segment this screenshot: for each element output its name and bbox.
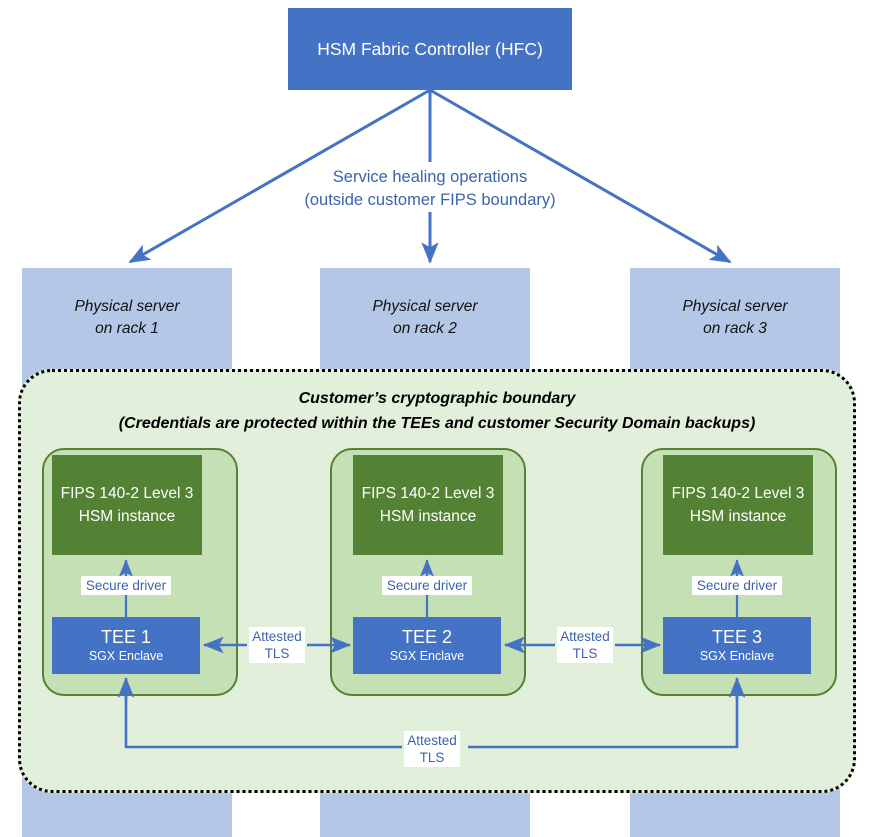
secure-driver-label-3: Secure driver xyxy=(692,576,782,595)
boundary-title-line1: Customer’s cryptographic boundary xyxy=(298,390,576,407)
hsm-instance-box-3: FIPS 140-2 Level 3 HSM instance xyxy=(663,455,813,555)
physical-server-label-1-line1: Physical server xyxy=(74,298,180,315)
hsm-instance-2-line2: HSM instance xyxy=(379,508,477,525)
secure-driver-label-2: Secure driver xyxy=(382,576,472,595)
tee-box-3: TEE 3 SGX Enclave xyxy=(663,617,811,674)
hsm-instance-3-line1: FIPS 140-2 Level 3 xyxy=(671,485,805,502)
service-healing-label-line2: (outside customer FIPS boundary) xyxy=(304,191,556,209)
attested-tls-label-2-3-line2: TLS xyxy=(572,646,598,661)
attested-tls-label-1-2-line2: TLS xyxy=(264,646,290,661)
physical-server-label-2-line1: Physical server xyxy=(372,298,478,315)
tee-3-subtitle: SGX Enclave xyxy=(699,648,775,663)
attested-tls-label-1-3: Attested TLS xyxy=(404,731,460,767)
tee-2-subtitle: SGX Enclave xyxy=(389,648,465,663)
hsm-instance-3-line2: HSM instance xyxy=(689,508,787,525)
hsm-fabric-controller-box: HSM Fabric Controller (HFC) xyxy=(288,8,572,90)
attested-tls-label-1-2: Attested TLS xyxy=(249,627,305,663)
hsm-instance-2-line1: FIPS 140-2 Level 3 xyxy=(361,485,495,502)
physical-server-label-1-line2: on rack 1 xyxy=(95,320,159,337)
tee-2-title: TEE 2 xyxy=(401,626,453,647)
tee-1-title: TEE 1 xyxy=(100,626,152,647)
physical-server-label-3-line2: on rack 3 xyxy=(703,320,767,337)
physical-server-label-2-line2: on rack 2 xyxy=(393,320,457,337)
attested-tls-label-1-3-line2: TLS xyxy=(419,750,445,765)
physical-server-label-2: Physical server on rack 2 xyxy=(320,296,530,340)
hsm-instance-box-1: FIPS 140-2 Level 3 HSM instance xyxy=(52,455,202,555)
service-healing-label-line1: Service healing operations xyxy=(332,168,528,186)
hsm-instance-1-line2: HSM instance xyxy=(78,508,176,525)
physical-server-label-3-line1: Physical server xyxy=(682,298,788,315)
hsm-instance-1-line1: FIPS 140-2 Level 3 xyxy=(60,485,194,502)
hsm-fabric-controller-label: HSM Fabric Controller (HFC) xyxy=(317,38,543,59)
attested-tls-label-2-3-line1: Attested xyxy=(560,629,610,644)
attested-tls-label-2-3: Attested TLS xyxy=(557,627,613,663)
tee-1-subtitle: SGX Enclave xyxy=(88,648,164,663)
boundary-title: Customer’s cryptographic boundary (Crede… xyxy=(21,386,853,436)
tee-box-2: TEE 2 SGX Enclave xyxy=(353,617,501,674)
physical-server-label-3: Physical server on rack 3 xyxy=(630,296,840,340)
physical-server-label-1: Physical server on rack 1 xyxy=(22,296,232,340)
service-healing-label: Service healing operations (outside cust… xyxy=(296,166,564,212)
hsm-instance-box-2: FIPS 140-2 Level 3 HSM instance xyxy=(353,455,503,555)
tee-3-title: TEE 3 xyxy=(711,626,763,647)
boundary-title-line2: (Credentials are protected within the TE… xyxy=(118,415,756,432)
attested-tls-label-1-3-line1: Attested xyxy=(407,733,457,748)
tee-box-1: TEE 1 SGX Enclave xyxy=(52,617,200,674)
secure-driver-label-1: Secure driver xyxy=(81,576,171,595)
attested-tls-label-1-2-line1: Attested xyxy=(252,629,302,644)
